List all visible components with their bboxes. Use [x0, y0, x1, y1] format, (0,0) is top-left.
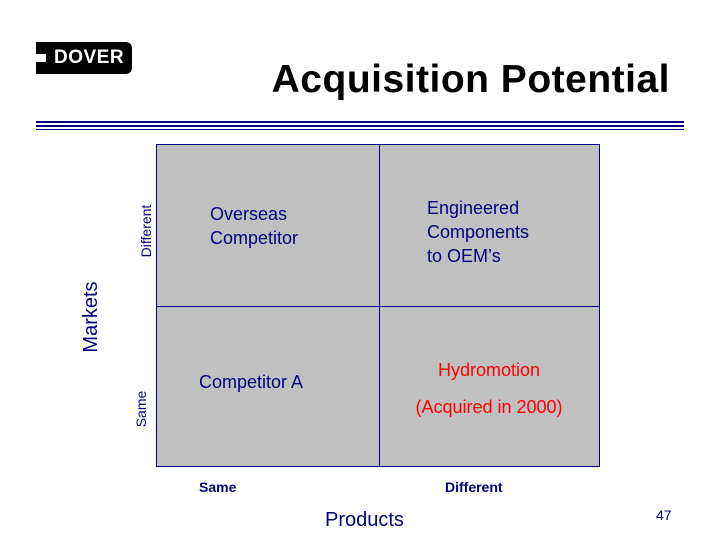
- quadrant-bottom-left: Competitor A: [199, 372, 304, 392]
- quadrant-top-left: Overseas Competitor: [210, 202, 298, 250]
- dover-logo: DOVER: [36, 42, 132, 74]
- title-rule-1: [36, 121, 684, 123]
- quadrant-top-right-line-2: Components: [427, 222, 530, 242]
- quadrant-top-right-line-1: Engineered: [427, 198, 520, 218]
- quadrant-matrix: [156, 144, 600, 467]
- title-rule-3: [36, 129, 684, 130]
- quadrant-top-left-line-1: Overseas: [210, 204, 288, 224]
- title-rule-2: [36, 125, 684, 127]
- x-axis-right-label: Different: [445, 479, 503, 495]
- quadrant-bottom-right-name: Hydromotion: [437, 360, 541, 380]
- quadrant-top-left-line-2: Competitor: [210, 228, 299, 248]
- matrix-horizontal-divider: [157, 306, 599, 307]
- y-axis-title: Markets: [80, 281, 102, 353]
- y-axis-top-label: Different: [138, 204, 154, 258]
- page-number: 47: [656, 507, 672, 523]
- matrix-vertical-divider: [379, 145, 380, 466]
- quadrant-top-right-line-3: to OEM’s: [427, 246, 501, 266]
- quadrant-bottom-right-note: (Acquired in 2000): [415, 397, 563, 417]
- y-axis-bottom-label: Same: [133, 390, 149, 428]
- x-axis-title: Products: [325, 509, 404, 531]
- logo-text: DOVER: [54, 47, 125, 68]
- slide-title: Acquisition Potential: [271, 58, 670, 101]
- quadrant-top-right: Engineered Components to OEM’s: [427, 196, 529, 268]
- x-axis-left-label: Same: [199, 479, 237, 495]
